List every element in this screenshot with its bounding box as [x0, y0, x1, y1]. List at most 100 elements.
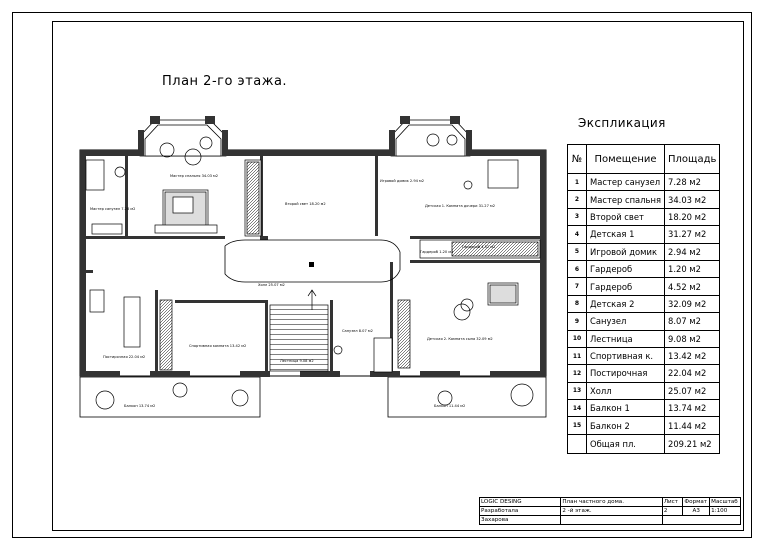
- row-room: Мастер спальня: [586, 190, 665, 209]
- label-kids1: Детская 1. Комната дочери 31.27 м2: [425, 204, 495, 208]
- row-area: 25.07 м2: [663, 381, 721, 401]
- row-area: 7.28 м2: [663, 172, 721, 192]
- row-room: Холл: [586, 381, 665, 401]
- label-second-light: Второй свет 18.20 м2: [285, 202, 326, 206]
- row-num: 9: [567, 312, 587, 331]
- label-laundry: Постирочная 22.04 м2: [103, 355, 145, 359]
- stamp-v-format: А3: [682, 506, 711, 516]
- stamp-v-scale: 1:100: [709, 506, 741, 516]
- row-area: 8.07 м2: [663, 312, 721, 331]
- explication-title: Экспликация: [578, 116, 666, 130]
- row-area: 9.08 м2: [663, 329, 721, 348]
- stamp-company: LOGIC DESING: [478, 497, 562, 507]
- row-num: 6: [567, 259, 587, 279]
- label-wardrobe2: Гардероб 4.52 м2: [462, 245, 495, 249]
- row-num: 13: [567, 381, 587, 401]
- label-hall: Холл 25.07 м2: [258, 283, 285, 287]
- label-master-bath: Мастер санузел 7.28 м2: [90, 207, 135, 211]
- balcony-1-outline: [79, 376, 261, 418]
- row-area: 31.27 м2: [663, 225, 721, 244]
- row-num: 4: [567, 225, 587, 244]
- row-room: Игровой домик: [586, 242, 665, 261]
- total-row: Общая пл.209.21 м2: [567, 433, 721, 454]
- row-area: 18.20 м2: [663, 207, 721, 227]
- drawing-inner-frame: [52, 21, 744, 531]
- row-num: 15: [567, 416, 587, 435]
- row-num: 2: [567, 190, 587, 209]
- row-area: 34.03 м2: [663, 190, 721, 209]
- label-sport: Спортивная комната 13.42 м2: [189, 344, 246, 348]
- balcony-2-outline: [387, 376, 547, 418]
- stamp-title1: План частного дома.: [560, 497, 663, 507]
- row-num: 1: [567, 172, 587, 192]
- label-balcony1: Балкон 13.74 м2: [124, 404, 155, 408]
- label-master-bed: Мастер спальня 34.03 м2: [170, 174, 218, 178]
- label-kids2: Детская 2. Комната сына 32.09 м2: [427, 337, 493, 341]
- row-room: Второй свет: [586, 207, 665, 227]
- header-area: Площадь: [663, 144, 721, 174]
- stamp-h-format: Формат: [682, 497, 711, 507]
- label-bath: Санузел 8.07 м2: [342, 329, 373, 333]
- stamp-h-sheet: Лист: [661, 497, 684, 507]
- row-num: 10: [567, 329, 587, 348]
- row-room: Лестница: [586, 329, 665, 348]
- row-num: 3: [567, 207, 587, 227]
- row-room: Гардероб: [586, 277, 665, 296]
- stamp-developed: Разработала: [478, 506, 562, 516]
- label-balcony2: Балкон 11.44 м2: [434, 404, 465, 408]
- row-num: 7: [567, 277, 587, 296]
- row-area: 2.94 м2: [663, 242, 721, 261]
- row-room: Гардероб: [586, 259, 665, 279]
- row-num: 12: [567, 364, 587, 383]
- title-block: LOGIC DESING План частного дома. Лист Фо…: [478, 497, 742, 527]
- row-num: 5: [567, 242, 587, 261]
- header-num: №: [567, 144, 587, 174]
- row-room: Спортивная к.: [586, 346, 665, 366]
- row-area: 22.04 м2: [663, 364, 721, 383]
- label-stairs: Лестница 9.08 м2: [280, 359, 314, 363]
- row-area: 13.74 м2: [663, 399, 721, 418]
- row-room: Балкон 1: [586, 399, 665, 418]
- total-area: 209.21 м2: [663, 433, 721, 454]
- row-room: Постирочная: [586, 364, 665, 383]
- row-area: 1.20 м2: [663, 259, 721, 279]
- stamp-v-sheet: 2: [661, 506, 684, 516]
- row-room: Балкон 2: [586, 416, 665, 435]
- row-num: 14: [567, 399, 587, 418]
- stamp-h-scale: Масштаб: [709, 497, 741, 507]
- row-area: 13.42 м2: [663, 346, 721, 366]
- stamp-author: Захарова: [478, 515, 562, 525]
- stamp-title2: 2 -й этаж.: [560, 506, 663, 516]
- row-num: 8: [567, 294, 587, 314]
- row-area: 11.44 м2: [663, 416, 721, 435]
- label-wardrobe1: Гардероб 1.20 м2: [420, 250, 453, 254]
- row-area: 32.09 м2: [663, 294, 721, 314]
- row-room: Мастер санузел: [586, 172, 665, 192]
- label-play-house: Игровой домик 2.94 м2: [380, 179, 424, 183]
- drawing-sheet-frame: [12, 12, 752, 538]
- row-room: Детская 1: [586, 225, 665, 244]
- row-area: 4.52 м2: [663, 277, 721, 296]
- header-room: Помещение: [586, 144, 665, 174]
- total-label: Общая пл.: [586, 433, 665, 454]
- plan-title: План 2-го этажа.: [162, 74, 288, 89]
- row-room: Санузел: [586, 312, 665, 331]
- row-room: Детская 2: [586, 294, 665, 314]
- row-num: 11: [567, 346, 587, 366]
